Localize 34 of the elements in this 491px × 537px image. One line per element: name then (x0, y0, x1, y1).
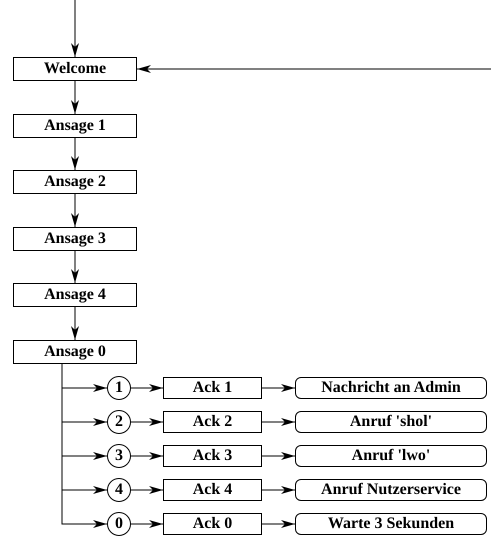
process-box: Ack 2 (163, 411, 262, 433)
process-box: Ansage 2 (13, 170, 137, 194)
arrow (71, 0, 79, 58)
arrow (262, 486, 296, 494)
arrow (130, 418, 164, 426)
process-box: Ack 4 (163, 479, 262, 501)
arrow (262, 384, 296, 392)
arrow (130, 486, 164, 494)
process-box: Ansage 1 (13, 114, 137, 138)
action-box: Anruf 'lwo' (295, 445, 487, 467)
arrow (262, 418, 296, 426)
action-box: Anruf Nutzerservice (295, 479, 487, 501)
arrow (71, 80, 79, 114)
arrow (130, 520, 164, 528)
process-box: Ack 1 (163, 377, 262, 399)
arrow (130, 384, 164, 392)
process-box: Ansage 4 (13, 283, 137, 307)
arrow (136, 65, 491, 73)
process-box: Ansage 0 (13, 340, 137, 364)
action-box: Warte 3 Sekunden (295, 513, 487, 535)
arrow (71, 138, 79, 170)
arrow (71, 250, 79, 284)
arrow (262, 520, 296, 528)
arrow (71, 194, 79, 228)
arrow (71, 306, 79, 340)
process-box: Ack 3 (163, 445, 262, 467)
action-box: Anruf 'shol' (295, 411, 487, 433)
arrow (262, 452, 296, 460)
action-box: Nachricht an Admin (295, 377, 487, 399)
arrow (130, 452, 164, 460)
process-box: Ansage 3 (13, 227, 137, 251)
process-box: Ack 0 (163, 513, 262, 535)
arrow (62, 364, 108, 528)
process-box: Welcome (13, 57, 137, 81)
